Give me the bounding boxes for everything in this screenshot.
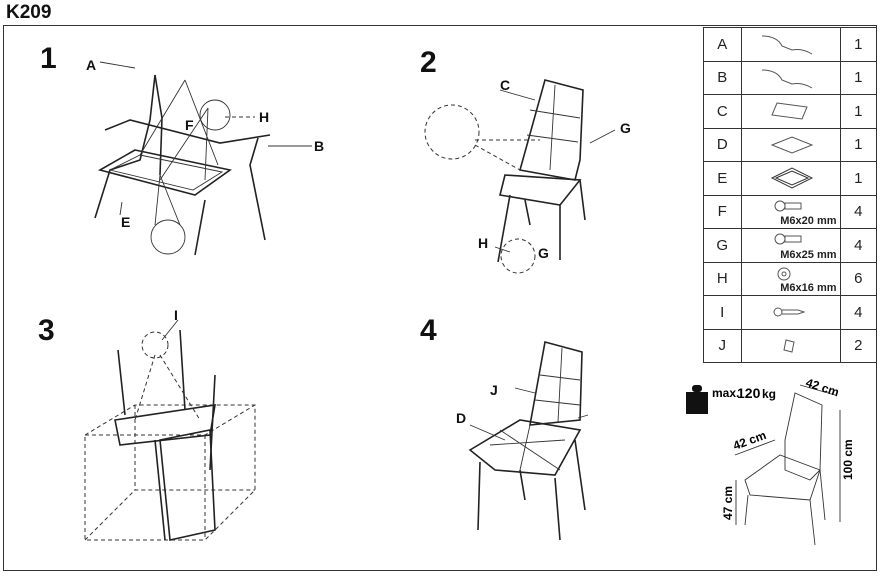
label-a: A [86, 57, 96, 73]
max-load-prefix: max. [712, 386, 739, 400]
washer-icon [777, 267, 790, 280]
part-size: M6x25 mm [780, 248, 837, 261]
step-4-number: 4 [420, 314, 437, 347]
part-quantity: 1 [839, 94, 878, 129]
label-g-step2: G [538, 245, 549, 261]
part-letter: I [703, 295, 742, 330]
part-image: M6x25 mm [740, 228, 841, 263]
step-2-number: 2 [420, 46, 437, 79]
step-1-drawing: A F H B E [86, 57, 324, 256]
seat-height-dimension: 47 cm [721, 486, 735, 520]
part-letter: G [703, 228, 742, 263]
part-size: M6x16 mm [780, 282, 837, 294]
bolt-icon [774, 233, 801, 245]
side-frame-b-icon [761, 69, 812, 88]
bolt-icon [774, 200, 801, 211]
part-image [740, 161, 841, 196]
label-e: E [121, 214, 130, 230]
part-quantity: 4 [839, 295, 878, 330]
part-quantity: 1 [839, 127, 878, 162]
part-letter: B [703, 60, 742, 95]
seat-frame-icon [770, 167, 813, 189]
max-load-unit: kg [762, 387, 776, 401]
screw-icon [773, 307, 806, 317]
step-2-drawing: C G H G [424, 77, 631, 274]
part-letter: E [703, 161, 742, 196]
part-image [740, 328, 841, 363]
label-j: J [490, 382, 498, 398]
step-3-number: 3 [38, 314, 55, 347]
step-4-drawing: J D [456, 341, 589, 541]
part-image [740, 295, 841, 330]
label-h: H [259, 109, 269, 125]
instruction-frame [3, 25, 877, 571]
width-dimension: 42 cm [804, 376, 841, 400]
part-letter: F [703, 194, 742, 229]
label-f: F [185, 117, 194, 133]
weight-icon [686, 392, 708, 414]
part-letter: J [703, 328, 742, 363]
dimension-drawing: max. 120 kg 42 cm 42 cm 100 cm 47 cm [686, 376, 855, 546]
label-i: I [174, 307, 178, 323]
part-letter: H [703, 261, 742, 296]
part-image: M6x16 mm [740, 261, 841, 296]
product-code: K209 [6, 2, 52, 23]
side-frame-a-icon [761, 35, 812, 55]
part-quantity: 2 [839, 328, 878, 363]
part-quantity: 1 [839, 27, 878, 62]
cap-icon [782, 338, 795, 353]
part-letter: C [703, 94, 742, 129]
part-letter: A [703, 27, 742, 62]
seat-cushion-icon [770, 135, 813, 154]
part-quantity: 4 [839, 194, 878, 229]
part-size: M6x20 mm [780, 215, 837, 227]
label-c: C [500, 77, 510, 93]
part-image: M6x20 mm [740, 194, 841, 229]
step-1-number: 1 [40, 42, 57, 75]
height-dimension: 100 cm [841, 439, 855, 480]
label-b: B [314, 138, 324, 154]
part-quantity: 1 [839, 161, 878, 196]
step-3-drawing: I [84, 307, 256, 541]
part-image [740, 127, 841, 162]
label-h-step2: H [478, 235, 488, 251]
label-d: D [456, 410, 466, 426]
part-quantity: 6 [839, 261, 878, 296]
label-g: G [620, 120, 631, 136]
backrest-icon [770, 102, 808, 120]
part-image [740, 94, 841, 129]
part-image [740, 27, 841, 62]
part-image [740, 60, 841, 95]
part-quantity: 4 [839, 228, 878, 263]
part-letter: D [703, 127, 742, 162]
part-quantity: 1 [839, 60, 878, 95]
max-load-value: 120 [737, 385, 761, 401]
